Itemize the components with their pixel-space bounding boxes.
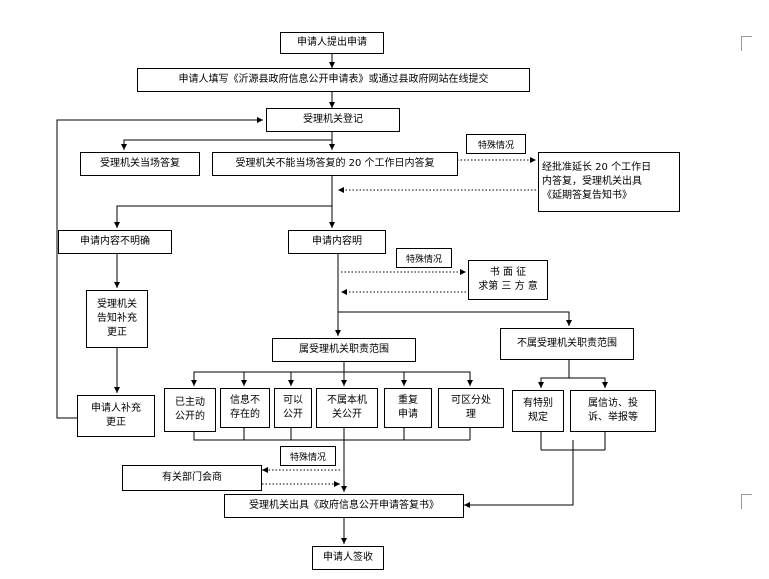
special-case-label-2: 特殊情况 [396,248,452,268]
connector-loop-register [56,117,263,419]
node-third-party: 书 面 征 求第 三 方 意 [468,260,548,300]
node-extension: 经批准延长 20 个工作日 内答复，受理机关出具 《延期答复告知书》 [538,152,680,212]
node-can-disclose: 可以 公开 [274,388,312,428]
connector-20days-down [114,176,333,228]
node-sign: 申请人签收 [312,546,384,570]
node-reply-on-spot: 受理机关当场答复 [80,152,200,176]
connector-out-branch [538,360,570,388]
node-apply: 申请人提出申请 [280,32,384,54]
node-reply-20-days: 受理机关不能当场答复的 20 个工作日内答复 [212,152,458,176]
node-not-disclose: 不属本机 关公开 [316,388,378,428]
node-not-exist: 信息不 存在的 [220,388,270,428]
node-special-rules: 有特别 规定 [512,390,564,432]
page-corner-top-right [741,36,752,51]
connector-bottom-bar [193,432,470,441]
connector-b6 [344,371,473,386]
node-register: 受理机关登记 [266,108,400,132]
node-petition: 属信访、投 诉、举报等 [570,390,656,432]
connector-inscope-branch [191,362,345,386]
special-case-label-3: 特殊情况 [280,446,336,466]
node-unclear: 申请内容不明确 [58,230,172,254]
page-corner-bottom-right [741,494,752,509]
node-disclosed: 已主动 公开的 [164,388,216,432]
node-partial: 可区分处 理 [438,388,504,428]
node-consult: 有关部门会商 [122,465,262,491]
connector-outscope [338,311,572,326]
node-clear: 申请内容明 [288,230,386,254]
connector-register-spot [121,132,333,150]
node-repeat: 重复 申请 [384,388,432,428]
node-notify-supplement: 受理机关 告知补充 更正 [86,290,148,348]
node-fill-form: 申请人填写《沂源县政府信息公开申请表》或通过县政府网站在线提交 [137,68,530,92]
node-supplement: 申请人补充 更正 [77,395,155,437]
node-in-scope: 属受理机关职责范围 [272,338,416,362]
connector-out-b2 [569,377,608,388]
special-case-label-1: 特殊情况 [466,134,526,154]
node-issue-reply: 受理机关出具《政府信息公开申请答复书》 [224,494,464,518]
node-out-scope: 不属受理机关职责范围 [500,328,634,360]
